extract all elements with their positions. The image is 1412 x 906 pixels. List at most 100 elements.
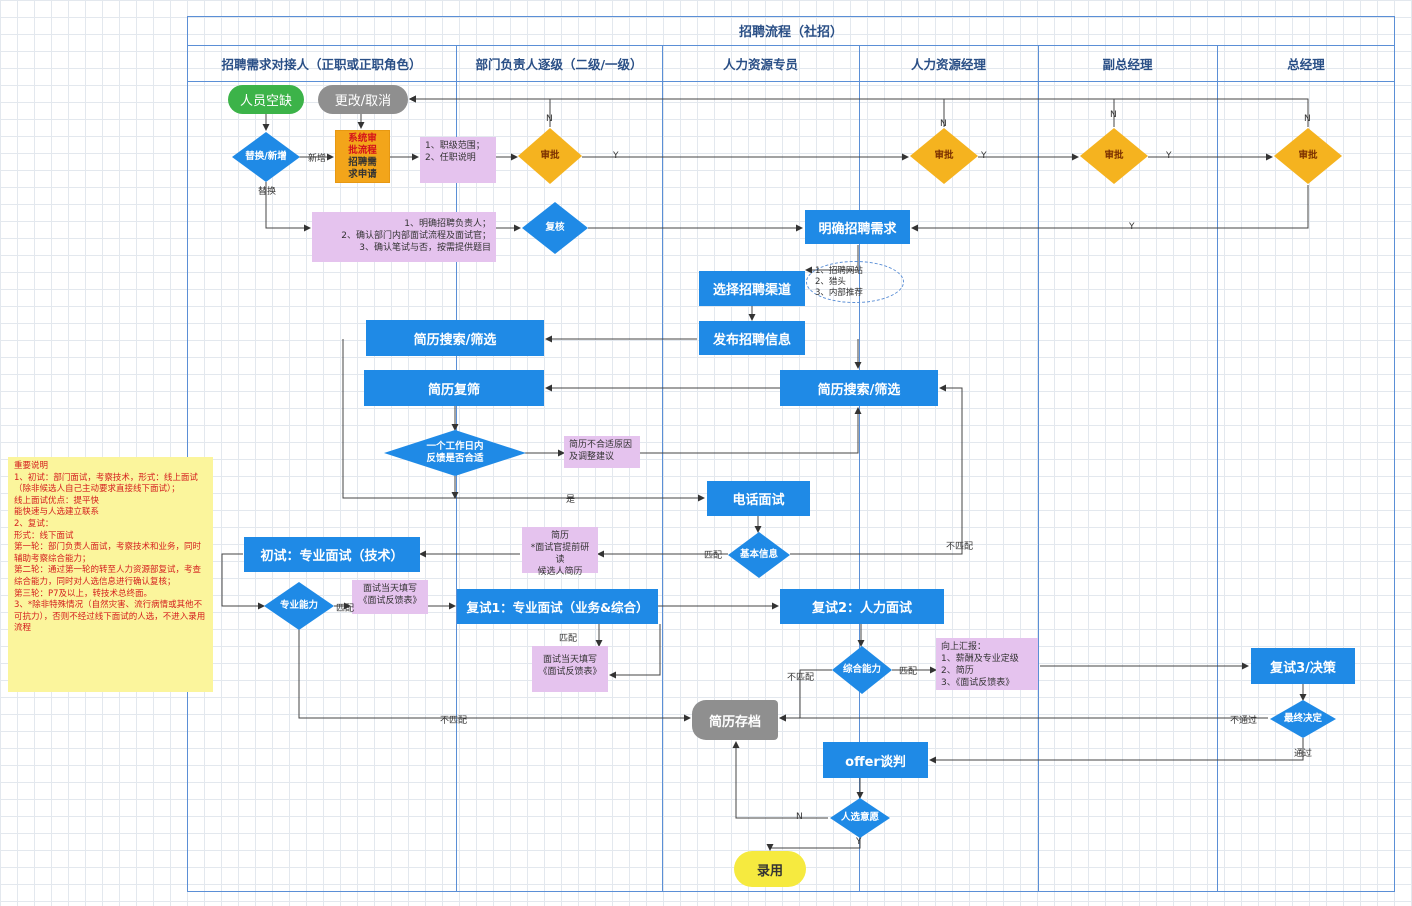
note-line: 1、招聘网站 bbox=[815, 265, 863, 276]
review-label: 复核 bbox=[545, 222, 565, 233]
overall-ability-decision[interactable]: 综合能力 bbox=[832, 646, 892, 694]
approval-label: 审批 bbox=[540, 150, 560, 161]
note-line: 3、《面试反馈表》 bbox=[941, 678, 1015, 688]
first-interview-node[interactable]: 初试：专业面试（技术） bbox=[244, 537, 420, 572]
replace-new-decision[interactable]: 替换/新增 bbox=[232, 132, 300, 182]
hr-resume-screen-node[interactable]: 简历搜索/筛选 bbox=[780, 370, 938, 406]
lane-header-requester: 招聘需求对接人（正职或正职角色） bbox=[187, 46, 456, 82]
vp-approval-decision[interactable]: 审批 bbox=[1080, 128, 1148, 184]
change-cancel-node[interactable]: 更改/取消 bbox=[318, 85, 408, 114]
final-decision[interactable]: 最终决定 bbox=[1270, 700, 1336, 738]
second-interview-2-node[interactable]: 复试2：人力面试 bbox=[780, 589, 944, 624]
phone-interview-node[interactable]: 电话面试 bbox=[707, 481, 810, 516]
note-line: 线上面试优点：提平快 bbox=[14, 495, 100, 506]
lane-header-dept-head: 部门负责人逐级（二级/一级） bbox=[456, 46, 662, 82]
publish-info-node[interactable]: 发布招聘信息 bbox=[699, 321, 805, 355]
edge-label-pass: 通过 bbox=[1294, 749, 1313, 759]
pro-ability-label: 专业能力 bbox=[279, 600, 318, 611]
lane-header-hr-specialist: 人力资源专员 bbox=[662, 46, 859, 82]
note-line: 简历 bbox=[550, 531, 569, 541]
final-decision-label: 最终决定 bbox=[1283, 713, 1322, 724]
feedback-form-note-1: 面试当天填写 《面试反馈表》 bbox=[352, 580, 428, 614]
choose-channel-node[interactable]: 选择招聘渠道 bbox=[699, 271, 805, 306]
note-line: 形式：线下面试 bbox=[14, 530, 74, 541]
note-line: 《面试反馈表》 bbox=[358, 596, 422, 606]
note-line: 1、职级范围； bbox=[425, 141, 485, 151]
replace-new-label: 替换/新增 bbox=[245, 151, 287, 162]
note-line: 第三轮：P7及以上，转技术总终面。 bbox=[14, 588, 153, 599]
hire-node[interactable]: 录用 bbox=[734, 851, 806, 887]
edge-label-n: N bbox=[940, 119, 947, 129]
note-line: 2、任职说明 bbox=[425, 153, 476, 163]
system-approval-line: 批流程 bbox=[348, 144, 377, 156]
resume-recheck-node[interactable]: 简历复筛 bbox=[364, 370, 544, 406]
second-interview-1-node[interactable]: 复试1：专业面试（业务&综合） bbox=[457, 589, 658, 624]
edge-label-n: N bbox=[546, 114, 553, 124]
vacancy-node[interactable]: 人员空缺 bbox=[228, 85, 304, 114]
edge-label-mismatch: 不匹配 bbox=[787, 673, 815, 683]
edge-label-mismatch: 不匹配 bbox=[946, 542, 974, 552]
resume-read-note: 简历 *面试官提前研读 候选人简历 bbox=[522, 527, 598, 577]
pro-ability-decision[interactable]: 专业能力 bbox=[264, 582, 334, 630]
edge-label-y: Y bbox=[981, 151, 987, 161]
note-line: 1、明确招聘负责人； bbox=[404, 219, 491, 229]
note-line: 1、初试：部门面试，考察技术，形式：线上面试（除非候选人自己主动要求直接线下面试… bbox=[14, 472, 198, 495]
edge-label-match: 匹配 bbox=[559, 634, 578, 644]
note-line: 3、*除非特殊情况（自然灾害、流行病情或其他不可抗力），否则不经过线下面试的人选… bbox=[14, 600, 206, 634]
basic-info-label: 基本信息 bbox=[739, 549, 778, 560]
lane-divider bbox=[1217, 46, 1218, 892]
note-line: 第二轮：通过第一轮的转至人力资源部复试，考查综合能力，同时对人选信息进行确认复核… bbox=[14, 565, 202, 587]
feedback-decision[interactable]: 一个工作日内反馈是否合适 bbox=[384, 430, 526, 476]
diagram-title: 招聘流程（社招） bbox=[187, 16, 1395, 46]
lane-header-hr-manager: 人力资源经理 bbox=[859, 46, 1038, 82]
edge-label-match: 匹配 bbox=[899, 667, 918, 677]
lane-header-gm: 总经理 bbox=[1217, 46, 1395, 82]
edge-label-n: N bbox=[796, 812, 803, 822]
important-notes-sticky: 重要说明 1、初试：部门面试，考察技术，形式：线上面试（除非候选人自己主动要求直… bbox=[8, 457, 213, 692]
edge-label-new: 新增 bbox=[308, 154, 327, 164]
resume-archive-node[interactable]: 简历存档 bbox=[692, 700, 778, 740]
note-line: 《面试反馈表》 bbox=[538, 667, 602, 677]
feedback-label: 一个工作日内反馈是否合适 bbox=[426, 441, 484, 464]
dept-approval-decision[interactable]: 审批 bbox=[518, 128, 582, 184]
edge-label-n: N bbox=[1110, 110, 1117, 120]
edge-label-mismatch: 不匹配 bbox=[440, 716, 468, 726]
edge-label-match: 匹配 bbox=[336, 604, 355, 614]
note-line: 2、确认部门内部面试流程及面试官； bbox=[341, 231, 491, 241]
second-interview-3-node[interactable]: 复试3/决策 bbox=[1251, 648, 1355, 684]
candidate-willing-label: 人选意愿 bbox=[840, 812, 879, 823]
note-line: 面试当天填写 bbox=[362, 584, 417, 594]
job-scope-note: 1、职级范围； 2、任职说明 bbox=[420, 137, 496, 183]
feedback-form-note-2: 面试当天填写 《面试反馈表》 bbox=[532, 646, 608, 692]
edge-label-n: N bbox=[1304, 114, 1311, 124]
gm-approval-decision[interactable]: 审批 bbox=[1274, 128, 1342, 184]
note-line: 第一轮：部门负责人面试，考察技术和业务，同时辅助考察综合能力； bbox=[14, 542, 202, 564]
review-decision[interactable]: 复核 bbox=[522, 202, 588, 254]
swimlane-frame bbox=[187, 16, 1395, 892]
note-line: 简历不合适原因 bbox=[569, 440, 633, 450]
note-line: 3、内部推荐 bbox=[815, 287, 863, 298]
basic-info-decision[interactable]: 基本信息 bbox=[728, 532, 790, 578]
note-line: 向上汇报： bbox=[941, 642, 987, 652]
offer-negotiation-node[interactable]: offer谈判 bbox=[823, 742, 928, 778]
note-line: 候选人简历 bbox=[537, 567, 583, 577]
note-line: 能快速与人选建立联系 bbox=[14, 507, 100, 518]
unsuitable-reason-note: 简历不合适原因 及调整建议 bbox=[564, 436, 640, 468]
edge-label-fail: 不通过 bbox=[1230, 716, 1258, 726]
note-line: *面试官提前研读 bbox=[530, 543, 590, 565]
note-line: 3、确认笔试与否，按需提供题目 bbox=[359, 243, 491, 253]
edge-label-match: 匹配 bbox=[704, 551, 723, 561]
candidate-willing-decision[interactable]: 人选意愿 bbox=[830, 798, 890, 838]
hr-manager-approval-decision[interactable]: 审批 bbox=[910, 128, 978, 184]
note-line: 2、猎头 bbox=[815, 276, 846, 287]
clarify-requirement-node[interactable]: 明确招聘需求 bbox=[805, 210, 910, 244]
clarify-items-note: 1、明确招聘负责人； 2、确认部门内部面试流程及面试官； 3、确认笔试与否，按需… bbox=[312, 212, 496, 262]
report-up-note: 向上汇报： 1、薪酬及专业定级 2、简历 3、《面试反馈表》 bbox=[936, 638, 1038, 690]
lane-divider bbox=[1038, 46, 1039, 892]
note-line: 1、薪酬及专业定级 bbox=[941, 654, 1019, 664]
system-approval-node[interactable]: 系统审 批流程 招聘需 求申请 bbox=[335, 130, 390, 183]
edge-label-y: Y bbox=[1166, 151, 1172, 161]
dept-resume-screen-node[interactable]: 简历搜索/筛选 bbox=[366, 320, 544, 356]
edge-label-y: Y bbox=[1129, 222, 1135, 232]
